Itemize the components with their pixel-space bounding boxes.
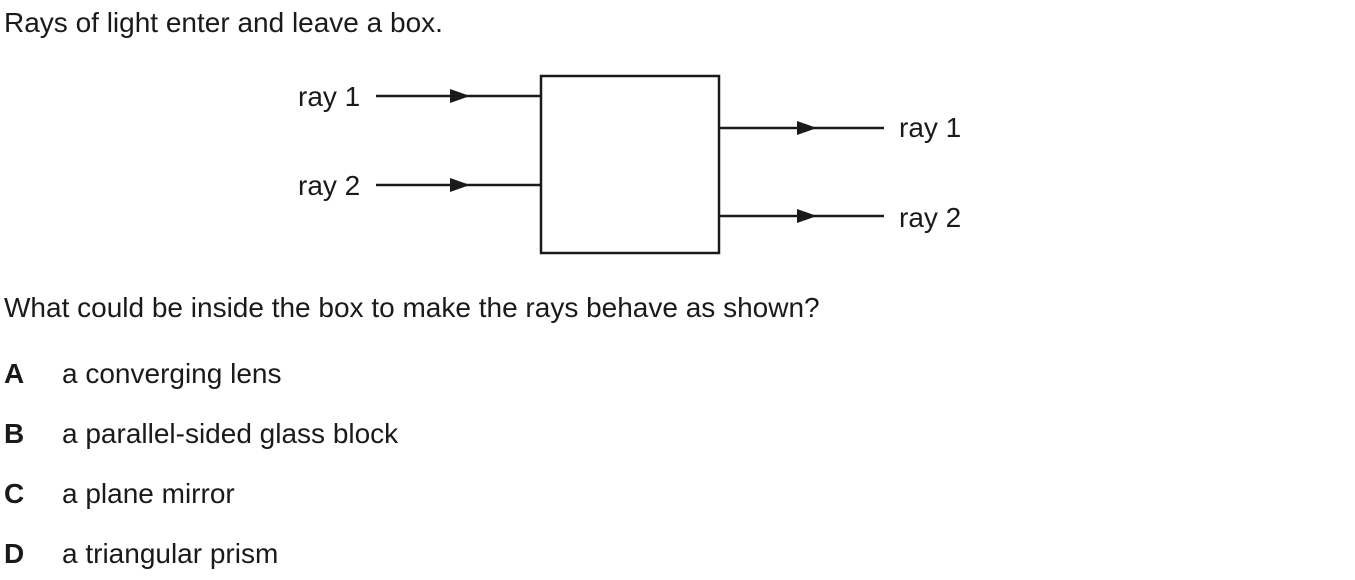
incoming-ray-1-arrow bbox=[450, 89, 470, 103]
outgoing-ray-1-arrow bbox=[797, 121, 817, 135]
outgoing-ray-2-arrow bbox=[797, 209, 817, 223]
incoming-ray-2-arrow bbox=[450, 178, 470, 192]
option-text: a parallel-sided glass block bbox=[62, 418, 399, 449]
outgoing-ray-1-label: ray 1 bbox=[899, 112, 961, 143]
option-text: a triangular prism bbox=[62, 538, 279, 569]
intro-text: Rays of light enter and leave a box. bbox=[4, 7, 443, 38]
option-letter: B bbox=[4, 418, 25, 449]
option-text: a converging lens bbox=[62, 358, 282, 389]
outgoing-ray-2-label: ray 2 bbox=[899, 202, 961, 233]
option-text: a plane mirror bbox=[62, 478, 235, 509]
question-text: What could be inside the box to make the… bbox=[4, 292, 820, 323]
option-letter: D bbox=[4, 538, 25, 569]
incoming-ray-2-label: ray 2 bbox=[298, 170, 360, 201]
mystery-box bbox=[539, 74, 721, 255]
option-letter: A bbox=[4, 358, 25, 389]
incoming-ray-1-label: ray 1 bbox=[298, 81, 360, 112]
ray-box-diagram: ray 1 ray 2 ray 1 ray 2 bbox=[298, 74, 961, 255]
option-letter: C bbox=[4, 478, 25, 509]
